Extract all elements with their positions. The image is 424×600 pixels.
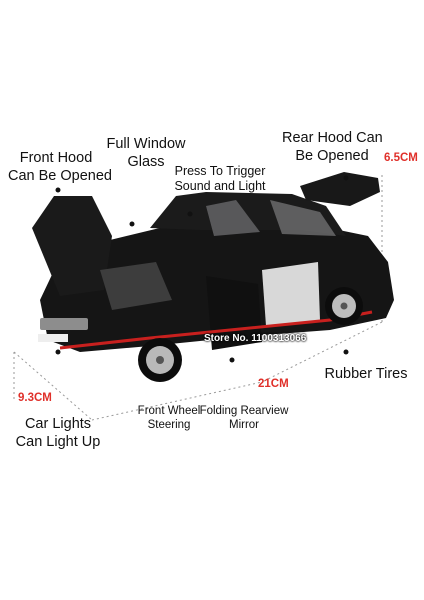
- trigger-callout: Press To Trigger Sound and Light: [168, 164, 272, 195]
- car-body: [32, 172, 394, 352]
- front-hood-line2: Can Be Opened: [8, 167, 112, 184]
- window-glass-callout: Full Window Glass: [96, 136, 196, 171]
- rubber-tires-callout: Rubber Tires: [324, 366, 408, 382]
- trigger-line2: Sound and Light: [174, 179, 266, 194]
- front-hood-line1: Front Hood: [19, 150, 93, 166]
- width-dimension: 9.3CM: [18, 392, 52, 404]
- trigger-line1: Press To Trigger: [174, 164, 266, 178]
- engine-bay: [100, 262, 172, 310]
- window-line1: Full Window: [106, 136, 186, 152]
- height-dimension: 6.5CM: [384, 152, 418, 164]
- length-dimension: 21CM: [258, 378, 289, 390]
- callout-markers: [55, 175, 349, 363]
- length-guide: [261, 321, 383, 383]
- mirror-line2: Mirror: [228, 419, 260, 432]
- window-line2: Glass: [127, 153, 165, 170]
- front-window: [206, 200, 260, 236]
- mirror-callout: Folding Rearview Mirror: [194, 404, 294, 432]
- front-wheel-callout: Front Wheel Steering: [128, 404, 210, 432]
- store-watermark: Store No. 1100313066: [204, 333, 307, 344]
- car-lights-line2: Can Light Up: [15, 433, 101, 450]
- car-lights-line1: Car Lights: [24, 416, 92, 432]
- rear-hood-line2: Be Opened: [295, 147, 369, 164]
- front-wheel: [138, 338, 182, 382]
- mirror-line1: Folding Rearview: [199, 405, 289, 417]
- front-hood-callout: Front Hood Can Be Opened: [8, 150, 112, 185]
- dimension-guides: [13, 175, 383, 421]
- base-guide: [91, 381, 263, 421]
- rear-window: [270, 200, 336, 236]
- rear-hood-callout: Rear Hood Can Be Opened: [282, 130, 383, 165]
- open-rear-hood: [300, 172, 380, 206]
- car-lights-callout: Car Lights Can Light Up: [10, 416, 106, 451]
- front-wheel-line1: Front Wheel: [137, 405, 201, 417]
- front-wheel-line2: Steering: [147, 419, 191, 432]
- license-plate: [38, 334, 68, 342]
- interior-seat: [262, 262, 320, 326]
- rear-hood-line1: Rear Hood Can: [282, 130, 383, 146]
- width-guide-diag: [13, 351, 93, 421]
- rear-wheel: [325, 287, 363, 325]
- headlights: [40, 318, 88, 330]
- open-front-hood: [32, 196, 112, 296]
